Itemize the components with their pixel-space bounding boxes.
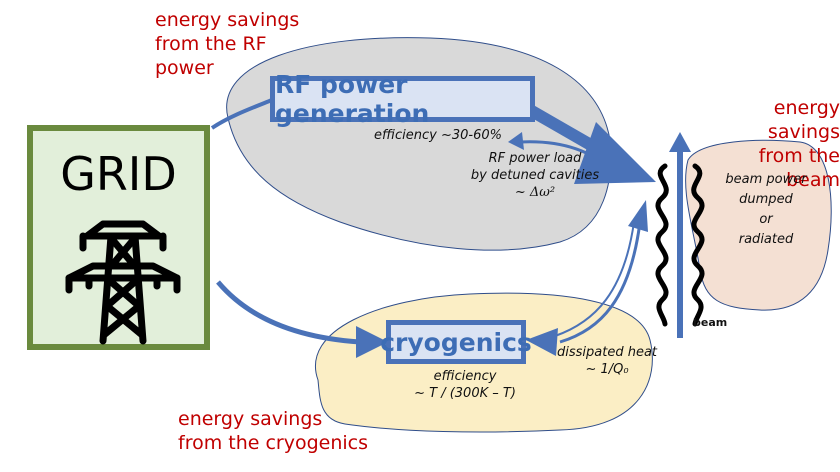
cavity-wall-right xyxy=(691,163,705,327)
beam-note-line: or xyxy=(759,212,773,227)
cryo-efficiency-line: efficiency xyxy=(433,369,497,384)
rf-power-title: RF power generation xyxy=(275,70,430,128)
grid-title: GRID xyxy=(60,147,177,201)
cryogenics-title: cryogenics xyxy=(380,327,532,357)
beam-arrowhead xyxy=(669,132,691,152)
heat-arrowhead-down xyxy=(526,328,558,356)
savings-beam-label: energy savings from the beam xyxy=(706,96,840,192)
savings-rf-line: from the RF xyxy=(155,33,267,55)
heat-arrow-outer xyxy=(559,221,642,344)
savings-cryo-label: energy savings from the cryogenics xyxy=(178,407,368,455)
rf-load-line: RF power load xyxy=(488,151,582,166)
savings-beam-line: energy savings xyxy=(767,97,840,143)
cryo-efficiency-note: efficiency ~ T / (300K – T) xyxy=(400,368,530,402)
beam-label: beam xyxy=(693,316,728,329)
savings-rf-label: energy savings from the RF power xyxy=(155,8,299,80)
beam-region xyxy=(685,139,832,311)
heat-arrowhead-up xyxy=(628,200,648,232)
rf-efficiency-note: efficiency ~30-60% xyxy=(374,128,502,143)
rf-to-beam-arrowhead xyxy=(574,122,656,184)
savings-rf-line: power xyxy=(155,57,214,79)
savings-cryo-line: energy savings xyxy=(178,408,323,430)
cryogenics-box: cryogenics xyxy=(380,320,532,364)
rf-load-line: ~ Δω² xyxy=(514,185,556,200)
beam-note-line: beam power xyxy=(725,172,807,187)
savings-cryo-line: from the cryogenics xyxy=(178,432,369,454)
beam-power-note: beam power dumped or radiated xyxy=(716,170,816,250)
savings-beam-line: from the beam xyxy=(758,145,840,191)
cryo-efficiency-line: ~ T / (300K – T) xyxy=(414,386,516,401)
rf-load-return-arrow xyxy=(519,140,614,172)
beam-note-line: radiated xyxy=(738,232,794,247)
power-tower-icon xyxy=(65,220,181,345)
rf-load-return-arrowhead xyxy=(508,132,524,150)
grid-node: GRID xyxy=(27,125,210,350)
rf-load-line: by detuned cavities xyxy=(470,168,600,183)
dissipated-heat-line: dissipated heat xyxy=(556,345,658,360)
rf-power-generation-box: RF power generation xyxy=(270,70,535,128)
beam-note-line: dumped xyxy=(739,192,793,207)
heat-arrow-inner xyxy=(554,221,635,337)
cavity-wall-left xyxy=(655,163,669,327)
rf-load-note: RF power load by detuned cavities ~ Δω² xyxy=(460,150,610,201)
grid-to-cryo-arrowhead xyxy=(356,326,388,358)
grid-to-cryo-arrow xyxy=(216,280,361,345)
dissipated-heat-note: dissipated heat ~ 1/Q₀ xyxy=(552,344,662,378)
grid-to-rf-link xyxy=(210,98,273,130)
savings-rf-line: energy savings xyxy=(155,9,300,31)
dissipated-heat-line: ~ 1/Q₀ xyxy=(585,362,629,377)
